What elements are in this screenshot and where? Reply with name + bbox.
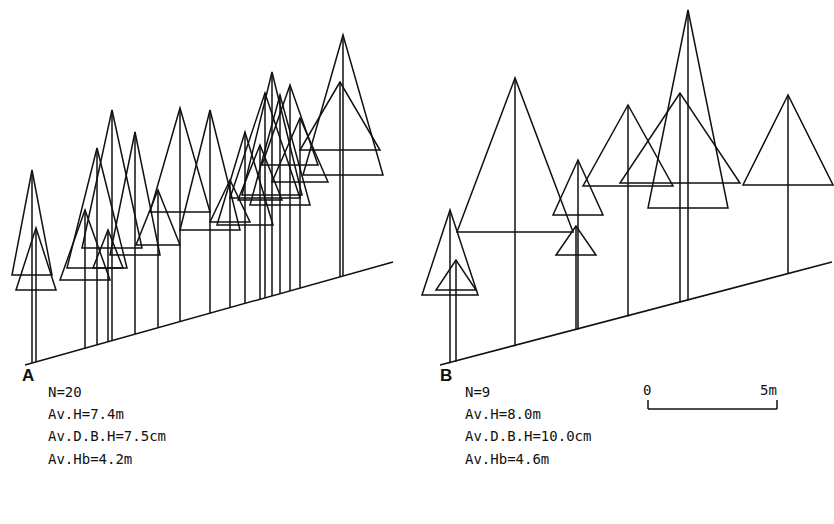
stand-statistic: N=20 [48,384,82,400]
ground-line [25,262,393,365]
panel-letter: A [22,368,34,384]
stand-statistic: N=9 [465,384,490,400]
stand-statistic: Av.H=8.0m [465,406,541,422]
stand-statistic: Av.Hb=4.2m [48,451,132,467]
scale-bar [648,400,777,409]
panel-letter: B [440,368,452,384]
scale-label: 0 [643,382,651,398]
scale-label: 5m [760,382,777,398]
stand-statistic: Av.D.B.H=7.5cm [48,428,166,444]
tree-trunks [450,10,788,380]
tree-crowns [12,35,383,290]
stand-statistic: Av.D.B.H=10.0cm [465,428,591,444]
stand-statistic: Av.Hb=4.6m [465,451,549,467]
stand-statistic: Av.H=7.4m [48,406,124,422]
tree-crowns [422,10,833,295]
tree-trunks [32,35,343,380]
ground-line [440,262,832,365]
